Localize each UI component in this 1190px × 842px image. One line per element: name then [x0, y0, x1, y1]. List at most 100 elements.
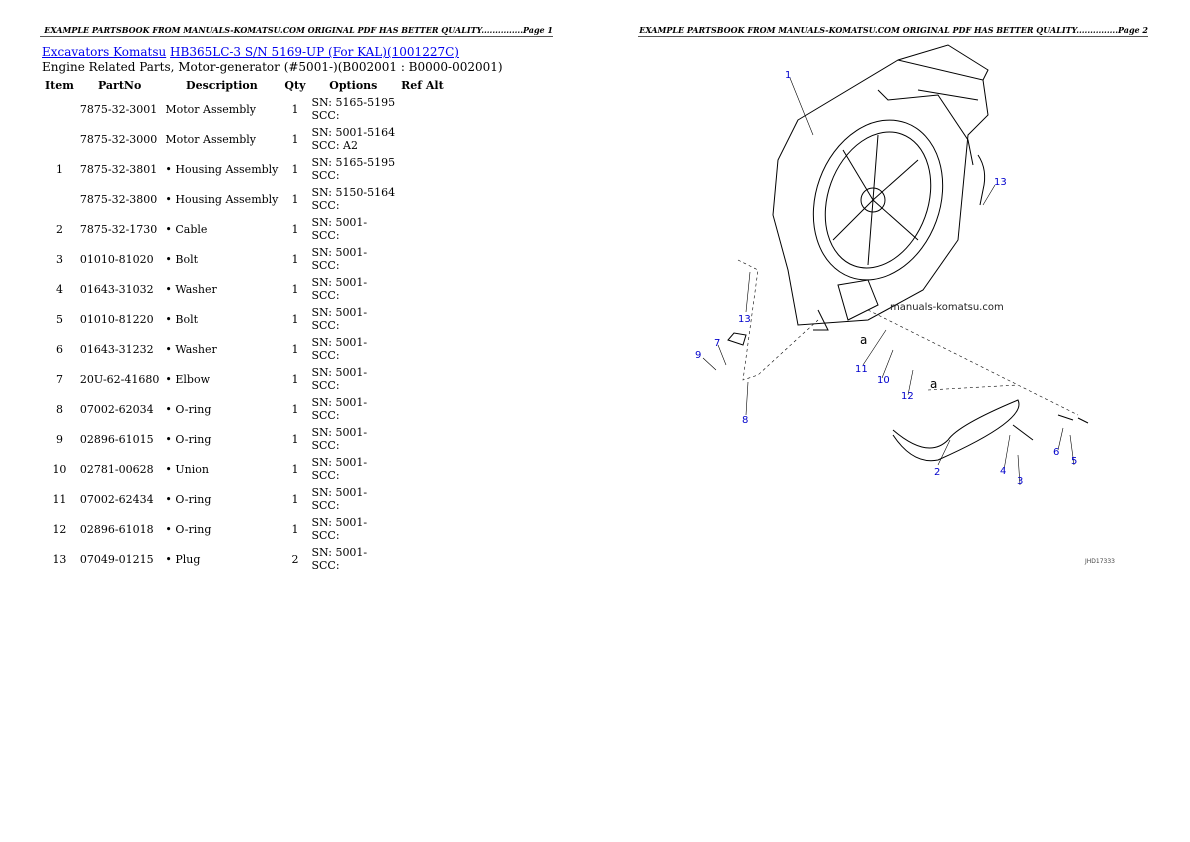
sn: SN: 5001-: [311, 306, 368, 319]
sn: SN: 5001-: [311, 276, 368, 289]
partno-cell: 07002-62434: [79, 492, 154, 506]
callout-5: 5: [1071, 456, 1077, 467]
scc: SCC:: [311, 169, 340, 182]
qty-cell: 1: [291, 402, 299, 416]
ref-alt-cell: [398, 274, 447, 304]
scc: SCC:: [311, 259, 340, 272]
item-cell: [42, 94, 77, 124]
qty-cell: 1: [291, 492, 299, 506]
qty-cell: 1: [291, 462, 299, 476]
column-header: Item: [45, 78, 74, 92]
sn: SN: 5001-: [311, 246, 368, 259]
ref-letter-a-2: a: [930, 377, 937, 391]
item-cell: 8: [55, 402, 63, 416]
item-cell: 5: [55, 312, 63, 326]
sn: SN: 5001-: [311, 366, 368, 379]
link-excavators-komatsu[interactable]: Excavators Komatsu: [42, 45, 167, 59]
scc: SCC:: [311, 229, 340, 242]
callout-7: 7: [714, 338, 720, 349]
qty-cell: 1: [291, 372, 299, 386]
scc: SCC:: [311, 379, 340, 392]
table-row: 13 07049-01215 • Plug 2 SN: 5001-SCC:: [42, 544, 447, 574]
description-cell: • Union: [165, 462, 209, 476]
callout-11: 11: [855, 364, 868, 375]
description-cell: • Plug: [165, 552, 201, 566]
sn: SN: 5150-5164: [311, 186, 396, 199]
callout-13: 13: [738, 314, 751, 325]
qty-cell: 1: [291, 312, 299, 326]
scc: SCC:: [311, 349, 340, 362]
column-header: Options: [329, 78, 378, 92]
callout-13: 13: [994, 177, 1007, 188]
ref-alt-cell: [398, 124, 447, 154]
item-cell: 11: [52, 492, 67, 506]
link-model[interactable]: HB365LC-3 S/N 5169-UP (For KAL)(1001227C…: [170, 45, 459, 59]
scc: SCC:: [311, 319, 340, 332]
callout-3: 3: [1017, 476, 1023, 487]
qty-cell: 1: [291, 252, 299, 266]
partno-cell: 07049-01215: [79, 552, 154, 566]
partno-cell: 7875-32-3800: [79, 192, 158, 206]
options-cell: SN: 5001-SCC:: [308, 364, 398, 394]
description-cell: Motor Assembly: [165, 132, 257, 146]
item-cell: [42, 124, 77, 154]
table-row: 8 07002-62034 • O-ring 1 SN: 5001-SCC:: [42, 394, 447, 424]
description-cell: • O-ring: [165, 402, 212, 416]
sn: SN: 5001-: [311, 516, 368, 529]
partno-cell: 01010-81020: [79, 252, 154, 266]
partno-cell: 01643-31232: [79, 342, 154, 356]
qty-cell: 2: [291, 552, 299, 566]
qty-cell: 1: [291, 522, 299, 536]
callout-6: 6: [1053, 447, 1059, 458]
ref-alt-cell: [398, 484, 447, 514]
item-cell: 7: [55, 372, 63, 386]
scc: SCC:: [311, 559, 340, 572]
options-cell: SN: 5001-SCC:: [308, 514, 398, 544]
partno-cell: 01010-81220: [79, 312, 154, 326]
partno-cell: 07002-62034: [79, 402, 154, 416]
sn: SN: 5001-: [311, 216, 368, 229]
description-cell: • Washer: [165, 342, 217, 356]
scc: SCC:: [311, 469, 340, 482]
ref-alt-cell: [398, 304, 447, 334]
ref-alt-cell: [398, 364, 447, 394]
sn: SN: 5001-: [311, 396, 368, 409]
options-cell: SN: 5001-SCC:: [308, 304, 398, 334]
options-cell: SN: 5001-SCC:: [308, 394, 398, 424]
description-cell: • O-ring: [165, 492, 212, 506]
ref-alt-cell: [398, 544, 447, 574]
qty-cell: 1: [291, 282, 299, 296]
ref-alt-cell: [398, 214, 447, 244]
ref-alt-cell: [398, 514, 447, 544]
scc: SCC:: [311, 439, 340, 452]
scc: SCC:: [311, 289, 340, 302]
sn: SN: 5001-: [311, 546, 368, 559]
options-cell: SN: 5001-SCC:: [308, 454, 398, 484]
item-cell: 9: [55, 432, 63, 446]
partno-cell: 02781-00628: [79, 462, 154, 476]
description-cell: • Cable: [165, 222, 208, 236]
callout-4: 4: [1000, 466, 1006, 477]
sn: SN: 5001-: [311, 456, 368, 469]
description-cell: • O-ring: [165, 522, 212, 536]
description-cell: • Bolt: [165, 252, 199, 266]
qty-cell: 1: [291, 342, 299, 356]
drawing-code: JHD17333: [1084, 558, 1115, 565]
item-cell: 13: [52, 552, 67, 566]
callout-8: 8: [742, 415, 748, 426]
ref-alt-cell: [398, 334, 447, 364]
sn: SN: 5165-5195: [311, 156, 396, 169]
options-cell: SN: 5001-SCC:: [308, 424, 398, 454]
